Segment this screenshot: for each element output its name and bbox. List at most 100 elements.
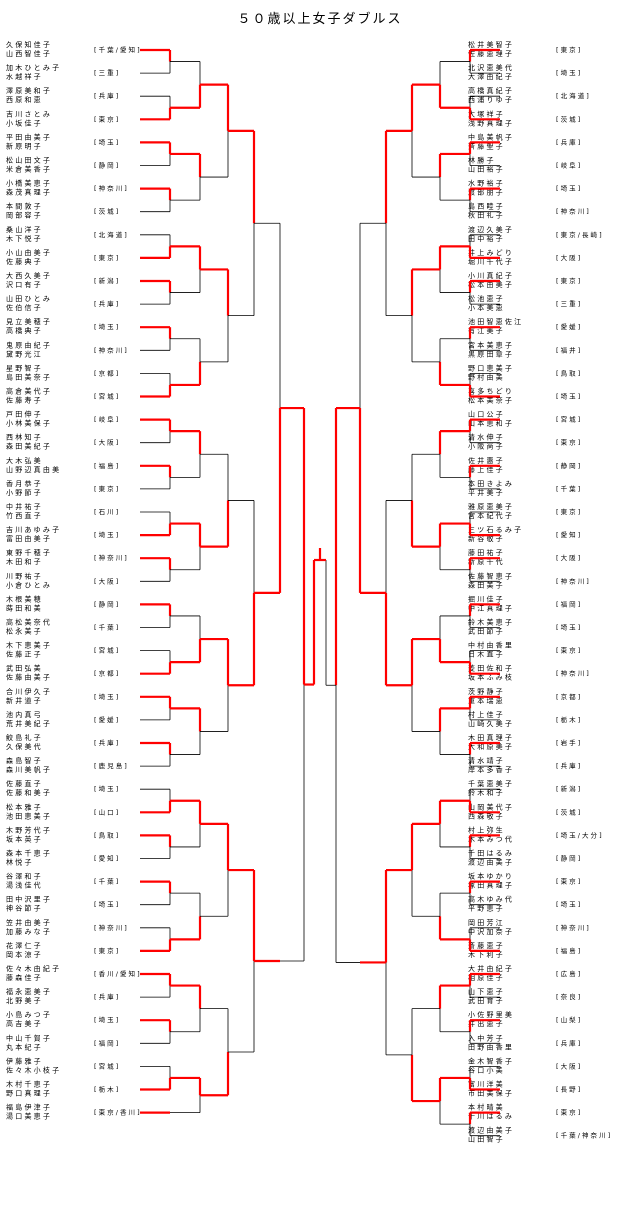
team-player-1: 清 水 伸 子	[468, 433, 503, 442]
team-entry: 澤 原 美 和 子西 原 和 恵[ 兵 庫 ]	[6, 86, 118, 104]
team-player-1: 吉 川 さ と み	[6, 110, 50, 118]
team-entry: 雅 原 恵 美 子宮 本 紀 代 子[ 東 京 ]	[468, 502, 580, 520]
team-player-1: 吉 川 あ ゆ み 子	[6, 526, 59, 534]
team-entry: 山 口 公 子山 本 恵 和 子[ 宮 城 ]	[468, 410, 580, 428]
team-player-1: 小 島 み つ 子	[6, 1010, 50, 1019]
team-entry: 平 田 由 美 子新 原 明 子[ 埼 玉 ]	[6, 132, 118, 150]
team-prefecture: [ 広 島 ]	[556, 969, 580, 978]
team-entry: 松 井 美 智 子佐 藤 恵 理 子[ 東 京 ]	[468, 40, 580, 58]
team-prefecture: [ 愛 媛 ]	[556, 322, 580, 331]
team-prefecture: [ 山 梨 ]	[556, 1015, 580, 1024]
team-entry: 北 沢 恵 美 代大 澤 由 紀 子[ 埼 玉 ]	[468, 63, 580, 81]
team-prefecture: [ 奈 良 ]	[556, 992, 580, 1001]
team-prefecture: [ 宮 城 ]	[556, 415, 580, 424]
team-player-2: 田 野 由 香 里	[468, 1042, 512, 1051]
team-prefecture: [ 東 京 ]	[556, 276, 580, 285]
team-entry: 高 橋 真 紀 子西 浦 り ゆ 子[ 北 海 道 ]	[468, 86, 589, 104]
team-entry: 木 野 芳 代 子坂 本 英 子[ 鳥 取 ]	[6, 825, 118, 843]
team-prefecture: [ 埼 玉 ]	[94, 784, 118, 793]
team-player-1: 高 倉 美 代 子	[6, 387, 50, 396]
team-player-1: 野 口 恵 美 子	[468, 363, 512, 372]
team-player-2: 小 林 美 保 子	[6, 419, 50, 428]
team-player-1: 松 山 田 文 子	[6, 156, 50, 165]
team-player-1: 高 木 ゆ み 代	[468, 895, 512, 904]
team-entry: 高 松 美 奈 代松 永 美 子[ 千 葉 ]	[6, 618, 118, 636]
team-prefecture: [ 埼 玉 ]	[556, 900, 580, 909]
team-player-2: 藤 森 佳 子	[6, 973, 41, 982]
team-player-2: 佐 藤 寿 子	[6, 396, 41, 405]
team-player-1: 喜 多 ち ど り	[468, 387, 512, 396]
team-entry: 佐 井 惠 子藤 上 佳 子[ 静 岡 ]	[468, 456, 580, 474]
team-player-1: 川 野 祐 子	[6, 571, 41, 580]
team-entry: 中 村 由 香 里日 木 直 子[ 東 京 ]	[468, 641, 580, 659]
team-player-1: 佐 々 木 由 紀 子	[6, 964, 59, 973]
team-entry: 加 木 ひ と み 子水 越 祥 子[ 三 重 ]	[6, 63, 118, 81]
team-entry: 野 口 恵 美 子野 村 由 美[ 鳥 取 ]	[468, 363, 580, 381]
team-entry: 佐 藤 智 恵 子森 田 美 子[ 神 奈 川 ]	[468, 571, 589, 589]
team-entry: 大 井 由 紀 子相 原 佳 子[ 広 島 ]	[468, 964, 580, 982]
team-player-2: 小 坂 佳 子	[6, 118, 41, 127]
team-entry: 鈴 木 美 恵 子武 田 節 子[ 埼 玉 ]	[468, 618, 580, 636]
team-player-2: 佐 藤 典 子	[6, 257, 41, 266]
team-prefecture: [ 大 阪 ]	[94, 438, 118, 447]
team-prefecture: [ 埼 玉 ]	[94, 322, 118, 331]
team-entry: 小 佐 野 里 美井 出 恵 子[ 山 梨 ]	[468, 1010, 580, 1028]
team-entry: 菱 田 佐 和 子坂 本 ふ み 枝[ 神 奈 川 ]	[468, 664, 589, 682]
team-player-2: 佐 藤 由 美 子	[6, 673, 50, 682]
team-player-2: 湯 浅 佳 代	[6, 881, 41, 890]
team-player-1: 鈴 木 美 恵 子	[468, 618, 512, 627]
team-player-1: 中 井 祐 子	[6, 502, 41, 511]
team-entry: 清 水 靖 子岸 本 多 香 子[ 兵 庫 ]	[468, 756, 580, 774]
team-player-2: 森 川 美 帆 子	[6, 765, 50, 774]
team-player-1: 大 木 弘 美	[6, 456, 41, 465]
team-player-1: 大 塚 祥 子	[468, 109, 503, 118]
team-entry: 花 澤 仁 子岡 本 涼 子[ 東 京 ]	[6, 941, 118, 959]
team-player-1: 菱 田 佐 和 子	[468, 664, 512, 673]
team-player-2: 新 谷 敬 子	[468, 534, 503, 543]
team-player-1: 森 本 千 恵 子	[6, 849, 50, 858]
team-player-2: 田 中 裕 子	[468, 234, 503, 243]
team-prefecture: [ 東 京 ]	[556, 646, 580, 655]
team-entry: 本 村 晴 美千 川 は る み[ 東 京 ]	[468, 1103, 580, 1121]
team-player-2: 西 森 敬 子	[468, 811, 503, 820]
team-player-2: 新 原 明 子	[6, 141, 41, 150]
team-player-1: 香 月 恭 子	[6, 479, 41, 488]
team-player-1: 見 立 美 穂 子	[6, 317, 50, 326]
team-prefecture: [ 新 潟 ]	[556, 784, 580, 793]
team-player-2: 岡 部 容 子	[6, 211, 41, 220]
team-entry: 村 上 弥 生木 本 み つ 代[ 埼 玉 / 大 分 ]	[468, 825, 602, 843]
team-player-1: 木 田 真 理 子	[468, 733, 512, 742]
team-entry: 本 間 敦 子岡 部 容 子[ 茨 城 ]	[6, 202, 118, 220]
team-player-1: 森 島 智 子	[6, 756, 41, 765]
team-prefecture: [ 大 阪 ]	[94, 576, 118, 585]
team-player-1: 井 上 み ど り	[468, 248, 512, 257]
team-prefecture: [ 茨 城 ]	[556, 114, 580, 123]
team-player-2: 小 野 節 子	[6, 488, 41, 497]
team-prefecture: [ 静 岡 ]	[556, 461, 580, 470]
team-player-2: 湯 口 美 恵 子	[6, 1112, 50, 1121]
team-prefecture: [ 埼 玉 ]	[94, 900, 118, 909]
team-prefecture: [ 神 奈 川 ]	[556, 669, 589, 678]
team-player-2: 佐 藤 和 美 子	[6, 788, 50, 797]
team-prefecture: [ 千 葉 ]	[94, 877, 118, 886]
team-player-1: 佐 藤 直 子	[6, 779, 41, 788]
team-entry: 森 島 智 子森 川 美 帆 子[ 鹿 児 島 ]	[6, 756, 127, 774]
team-player-1: 島 西 睦 子	[468, 202, 503, 211]
team-player-1: 星 野 智 子	[6, 363, 41, 372]
team-player-2: 木 本 み つ 代	[468, 834, 512, 843]
team-prefecture: [ 福 岡 ]	[94, 1038, 118, 1047]
team-entry: 吉 川 さ と み小 坂 佳 子[ 東 京 ]	[6, 110, 118, 127]
team-player-2: 野 村 由 美	[468, 372, 503, 381]
team-prefecture: [ 大 阪 ]	[556, 553, 580, 562]
team-player-1: 福 永 恵 美 子	[6, 987, 50, 996]
team-entry: 木 村 千 恵 子野 口 真 理 子[ 栃 木 ]	[6, 1080, 118, 1098]
team-player-2: 岡 本 涼 子	[6, 950, 41, 959]
team-player-1: 本 村 晴 美	[468, 1103, 503, 1112]
team-prefecture: [ 石 川 ]	[94, 508, 118, 516]
page-title: ５０歳以上女子ダブルス	[237, 12, 403, 27]
team-player-1: 武 田 弘 美	[6, 664, 41, 673]
team-player-1: 三 ツ 石 る み 子	[468, 526, 521, 534]
team-prefecture: [ 茨 城 ]	[556, 807, 580, 816]
team-prefecture: [ 兵 庫 ]	[556, 761, 580, 770]
